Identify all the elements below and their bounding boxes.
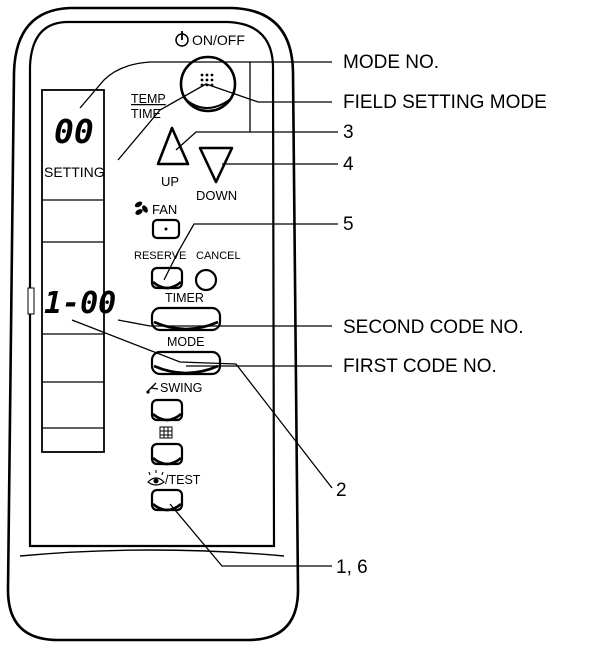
- power-label: ON/OFF: [192, 32, 245, 48]
- grid-button[interactable]: [150, 442, 184, 466]
- eye-icon: [147, 470, 165, 486]
- fan-button[interactable]: [151, 218, 181, 240]
- callout-4: 4: [343, 154, 354, 175]
- leader-second-code: [117, 319, 332, 327]
- leader-2: [71, 319, 333, 489]
- callout-2: 2: [336, 480, 347, 501]
- callout-5: 5: [343, 214, 354, 235]
- remote-control: 00 SETTING 1-00 ON/OFF TEMP TIME UP: [6, 6, 300, 642]
- mode-label: MODE: [167, 335, 205, 349]
- leader-3: [175, 131, 338, 151]
- down-triangle-icon: [198, 146, 234, 184]
- cancel-button[interactable]: [194, 268, 218, 292]
- reserve-button[interactable]: [150, 266, 184, 290]
- fan-label: FAN: [152, 202, 177, 217]
- lcd-setting-label: SETTING: [44, 164, 105, 180]
- swing-button[interactable]: [150, 398, 184, 422]
- leader-5: [163, 223, 338, 281]
- leader-1-6: [169, 503, 332, 567]
- on-off-button[interactable]: [179, 55, 237, 113]
- callout-field-setting-mode: FIELD SETTING MODE: [343, 92, 547, 113]
- reserve-label: RESERVE: [134, 250, 186, 262]
- test-button[interactable]: [150, 488, 184, 512]
- speaker-dots-icon: [200, 73, 214, 87]
- callout-1-6: 1, 6: [336, 557, 368, 578]
- swing-label: SWING: [160, 381, 202, 395]
- callout-second-code-no: SECOND CODE NO.: [343, 317, 524, 338]
- remote-inner-frame: [28, 20, 276, 548]
- lcd-mode-number: 00: [54, 112, 94, 151]
- up-label: UP: [161, 174, 179, 189]
- timer-label: TIMER: [165, 291, 204, 305]
- temp-label: TEMP: [131, 92, 166, 106]
- callout-3: 3: [343, 122, 354, 143]
- test-label: /TEST: [165, 473, 201, 487]
- callout-mode-no: MODE NO.: [343, 52, 439, 73]
- cancel-label: CANCEL: [196, 250, 241, 262]
- down-button[interactable]: [198, 146, 234, 184]
- leader-lines: [71, 61, 338, 567]
- down-label: DOWN: [196, 188, 237, 203]
- leader-mode-no: [79, 61, 332, 109]
- side-notch: [27, 287, 35, 315]
- leader-field-setting: [117, 83, 332, 161]
- lcd-code-number: 1-00: [44, 286, 116, 321]
- fan-icon: [134, 201, 148, 215]
- battery-cover-line: [19, 549, 285, 557]
- swing-icon: [146, 382, 159, 394]
- grid-icon: [159, 426, 173, 439]
- power-icon: [175, 31, 189, 47]
- timer-button[interactable]: [150, 306, 222, 332]
- lcd-display: [41, 89, 105, 453]
- callout-first-code-no: FIRST CODE NO.: [343, 356, 497, 377]
- callout-labels: MODE NO. FIELD SETTING MODE 3 4 5 SECOND…: [336, 52, 547, 578]
